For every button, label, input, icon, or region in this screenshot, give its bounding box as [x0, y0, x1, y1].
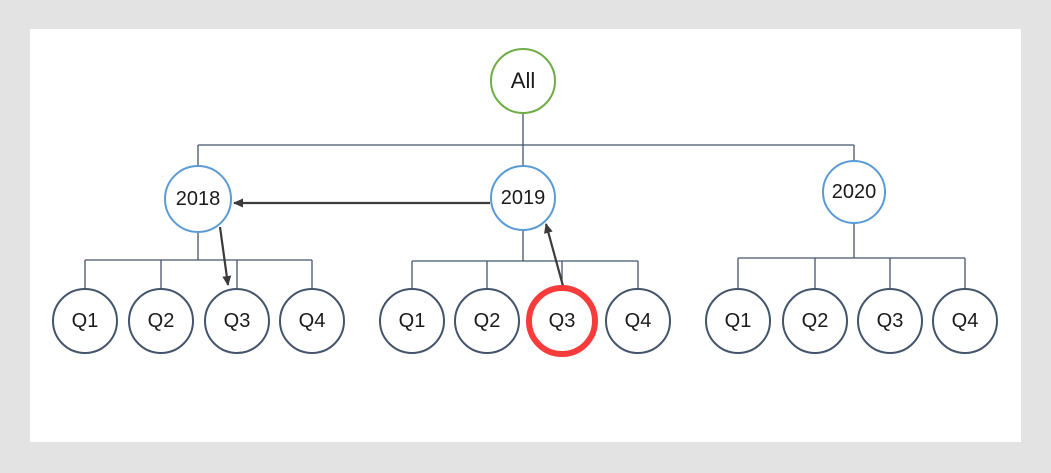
node-2018-q1-label: Q1: [71, 310, 99, 332]
node-2019-q3-label: Q3: [548, 310, 576, 332]
connector-layer: [84, 114, 966, 288]
node-2020-q3[interactable]: Q3: [857, 288, 923, 354]
node-2020-q1[interactable]: Q1: [705, 288, 771, 354]
node-all[interactable]: All: [490, 48, 556, 114]
node-year-2020[interactable]: 2020: [822, 160, 886, 224]
node-all-label: All: [510, 68, 536, 93]
node-2019-q3[interactable]: Q3: [526, 285, 598, 357]
node-2019-q4-label: Q4: [624, 310, 652, 332]
node-2018-q1[interactable]: Q1: [52, 288, 118, 354]
node-2019-q1-label: Q1: [398, 310, 426, 332]
node-2018-q4-label: Q4: [298, 310, 326, 332]
tree-connectors: [84, 114, 966, 288]
node-2020-q2[interactable]: Q2: [782, 288, 848, 354]
node-2019-q2[interactable]: Q2: [454, 288, 520, 354]
node-2018-q3-label: Q3: [223, 310, 251, 332]
node-2018-q2-label: Q2: [147, 310, 175, 332]
node-year-2019-label: 2019: [500, 187, 546, 209]
node-2020-q1-label: Q1: [724, 310, 752, 332]
arrow-2018-to-2018-q3: [218, 226, 232, 286]
node-2020-q2-label: Q2: [801, 310, 829, 332]
node-2020-q4[interactable]: Q4: [932, 288, 998, 354]
node-2018-q3[interactable]: Q3: [204, 288, 270, 354]
arrow-2019-q3-to-2019: [544, 223, 565, 287]
node-2019-q2-label: Q2: [473, 310, 501, 332]
node-2019-q1[interactable]: Q1: [379, 288, 445, 354]
node-year-2019[interactable]: 2019: [490, 165, 556, 231]
relationship-arrows: [218, 198, 565, 287]
node-year-2018-label: 2018: [175, 188, 221, 210]
node-2018-q2[interactable]: Q2: [128, 288, 194, 354]
node-2020-q4-label: Q4: [951, 310, 979, 332]
node-2019-q4[interactable]: Q4: [605, 288, 671, 354]
node-2018-q4[interactable]: Q4: [279, 288, 345, 354]
diagram-canvas: All 2018 2019 2020 Q1 Q2 Q3 Q4 Q1 Q2: [30, 29, 1021, 442]
node-year-2020-label: 2020: [831, 181, 877, 203]
node-2020-q3-label: Q3: [876, 310, 904, 332]
node-year-2018[interactable]: 2018: [164, 165, 232, 233]
